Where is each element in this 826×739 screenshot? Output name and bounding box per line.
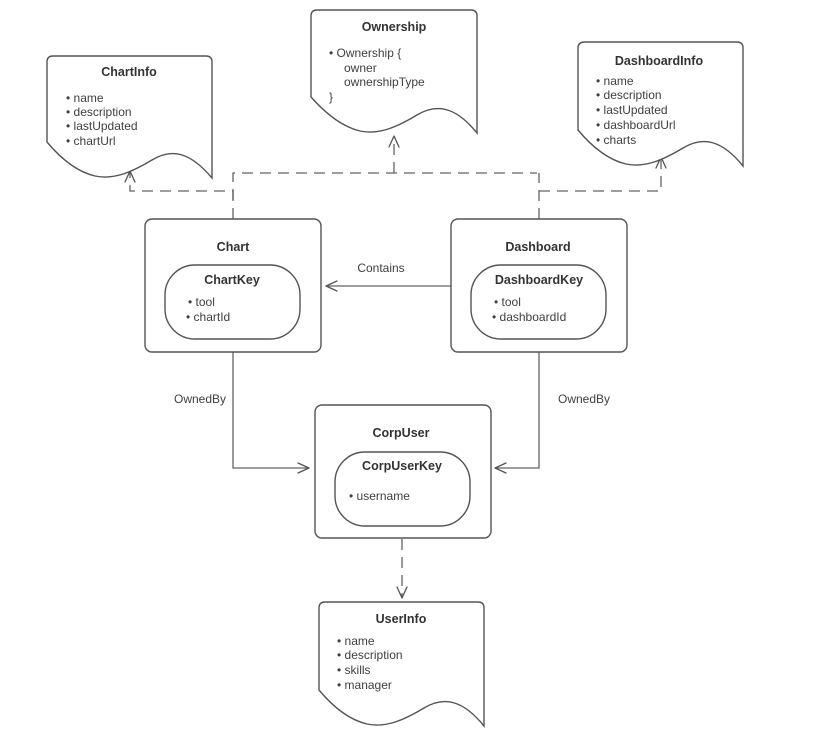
aspect-field: }: [329, 90, 333, 104]
aspect-field: • description: [596, 88, 662, 102]
key-field: • dashboardId: [492, 310, 566, 324]
aspect-title: ChartInfo: [101, 65, 157, 79]
aspect-field: • skills: [337, 663, 371, 677]
key-title: CorpUserKey: [362, 459, 442, 473]
entity-dashboard[interactable]: Dashboard DashboardKey • tool • dashboar…: [450, 218, 628, 353]
entity-corpuser-key-box: [334, 451, 471, 527]
aspect-field: • Ownership {: [329, 46, 401, 60]
entity-title: Chart: [217, 240, 250, 254]
entity-corpuser[interactable]: CorpUser CorpUserKey • username: [314, 404, 492, 539]
key-field: • chartId: [186, 310, 230, 324]
aspect-field: • lastUpdated: [596, 103, 668, 117]
connector-chart-chartinfo: [124, 170, 234, 219]
aspect-field: • description: [337, 648, 403, 662]
aspect-ownership[interactable]: Ownership • Ownership { owner ownershipT…: [310, 9, 478, 135]
aspect-dashboardinfo[interactable]: DashboardInfo • name • description • las…: [577, 41, 744, 168]
key-title: DashboardKey: [495, 273, 583, 287]
aspect-field: • name: [66, 91, 104, 105]
aspect-field: • description: [66, 105, 132, 119]
entity-title: CorpUser: [373, 426, 430, 440]
entity-title: Dashboard: [505, 240, 570, 254]
connectors-layer: [124, 135, 667, 599]
entity-chart[interactable]: Chart ChartKey • tool • chartId: [144, 218, 322, 353]
aspect-field: • lastUpdated: [66, 119, 138, 133]
aspect-userinfo[interactable]: UserInfo • name • description • skills •…: [318, 601, 485, 728]
aspect-field: • dashboardUrl: [596, 118, 676, 132]
entity-dashboard-key-box: [470, 264, 607, 340]
connector-corpuser-userinfo: [396, 539, 408, 599]
aspect-title: DashboardInfo: [615, 54, 704, 68]
edge-label-ownedby-dashboard: OwnedBy: [558, 392, 610, 406]
aspect-chartinfo[interactable]: ChartInfo • name • description • lastUpd…: [46, 55, 213, 180]
aspect-title: UserInfo: [376, 612, 427, 626]
edge-label-contains: Contains: [357, 261, 404, 275]
connector-ownership-trunk: [232, 135, 537, 200]
edge-labels-layer: Contains OwnedBy OwnedBy: [174, 261, 610, 406]
edge-label-ownedby-chart: OwnedBy: [174, 392, 226, 406]
connector-contains: [325, 280, 451, 292]
connector-ownedby-dashboard: [494, 352, 540, 474]
aspect-title: Ownership: [362, 20, 427, 34]
key-field: • tool: [188, 295, 215, 309]
key-title: ChartKey: [204, 273, 260, 287]
aspect-field: ownershipType: [344, 75, 425, 89]
key-field: • tool: [494, 295, 521, 309]
aspect-field: • chartUrl: [66, 134, 116, 148]
key-field: • username: [349, 489, 410, 503]
aspect-field: owner: [344, 61, 377, 75]
connector-ownedby-chart: [232, 352, 310, 474]
aspect-field: • name: [337, 634, 375, 648]
entity-chart-key-box: [164, 264, 301, 340]
aspect-field: • name: [596, 74, 634, 88]
aspect-field: • manager: [337, 678, 392, 692]
aspect-field: • charts: [596, 133, 636, 147]
